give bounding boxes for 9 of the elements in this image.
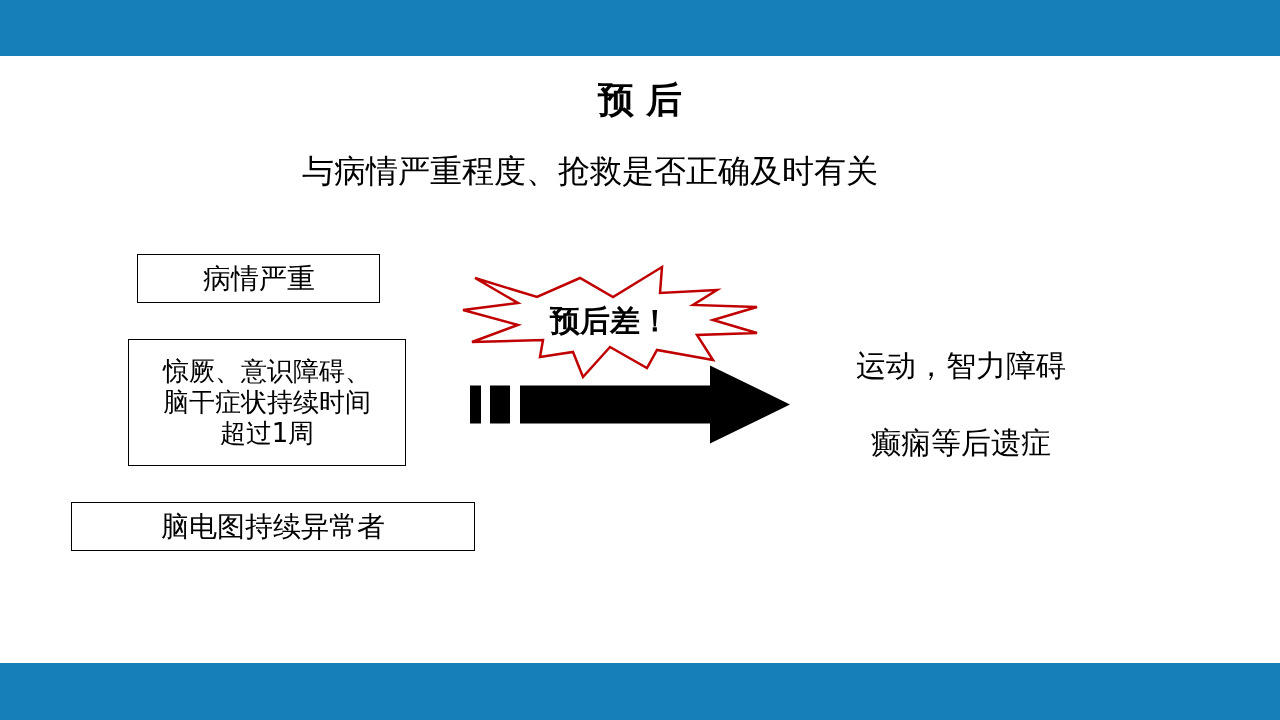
starburst-text: 预后差！	[550, 301, 670, 340]
text-box: 病情严重	[137, 254, 380, 303]
text-box: 脑电图持续异常者	[71, 502, 475, 551]
block-arrow	[470, 365, 790, 444]
text-box: 惊厥、意识障碍、脑干症状持续时间超过1周	[128, 339, 406, 466]
outcome-text: 运动，智力障碍	[856, 347, 1066, 385]
subtitle: 与病情严重程度、抢救是否正确及时有关	[301, 151, 879, 192]
outcome-text: 癫痫等后遗症	[871, 424, 1051, 462]
title: 预 后	[596, 78, 684, 122]
